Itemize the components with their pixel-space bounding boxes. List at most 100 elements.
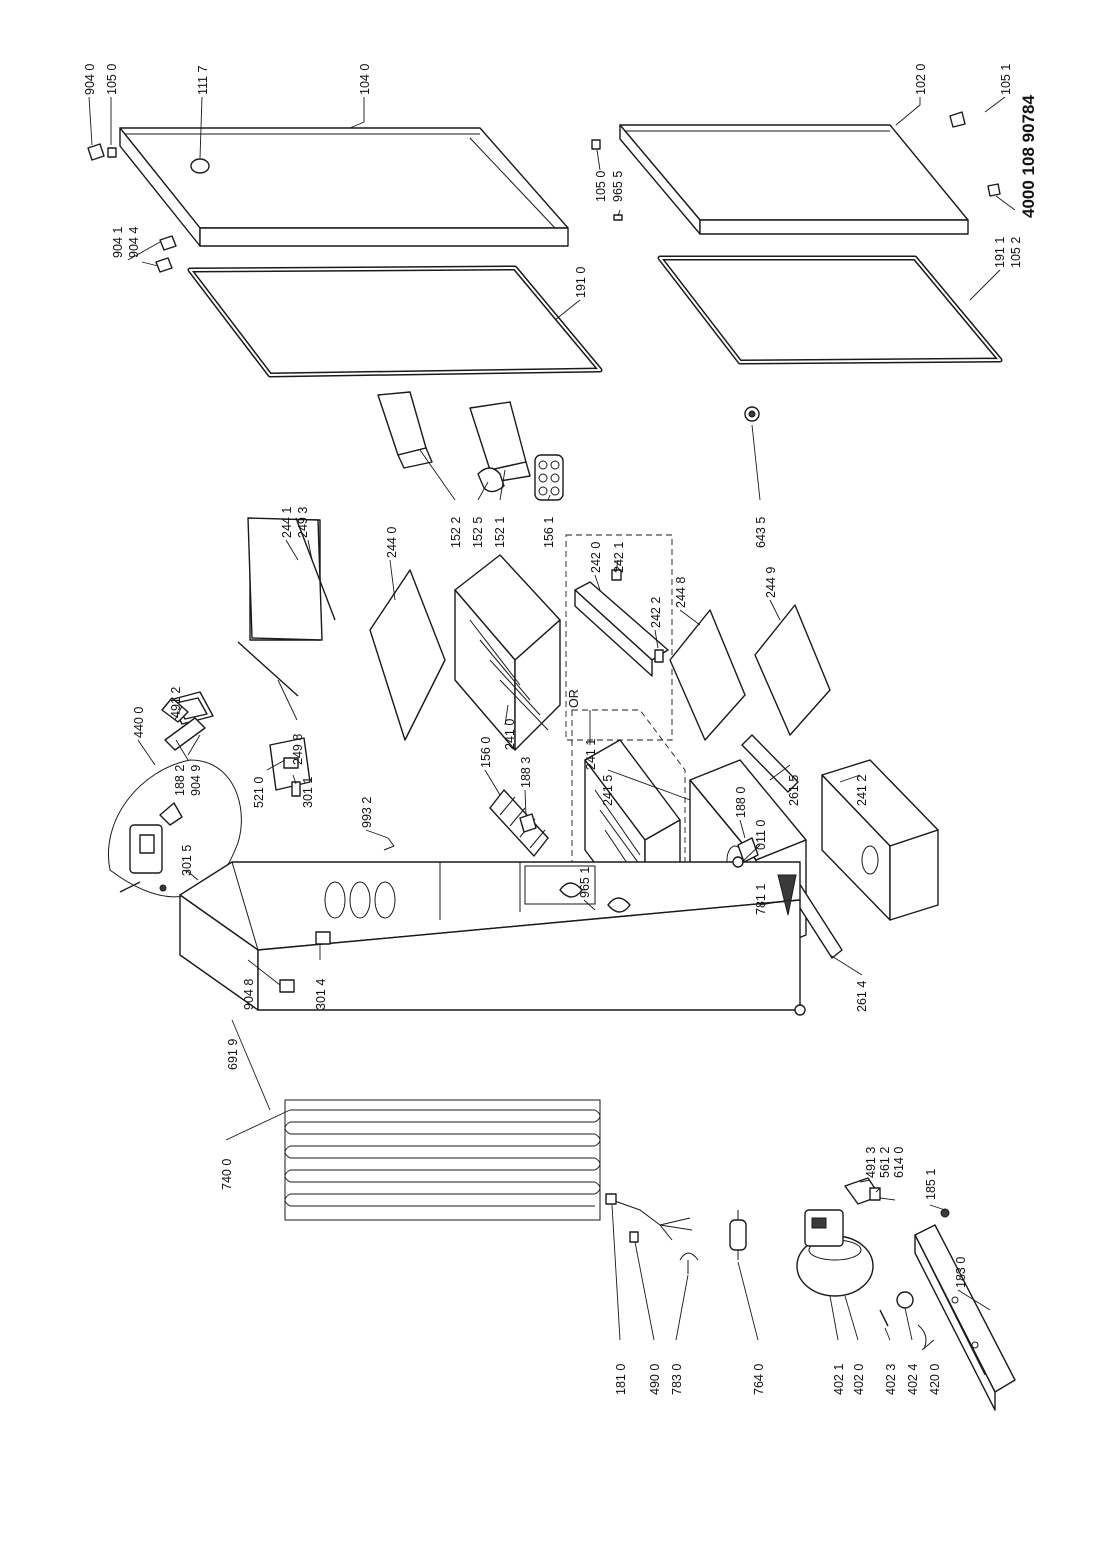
- label-904-8: 904 8: [242, 979, 256, 1010]
- label-904-0: 904 0: [83, 64, 97, 95]
- label-242-0: 242 0: [589, 542, 603, 573]
- label-440-0: 440 0: [132, 707, 146, 738]
- part-relay-box: [844, 1177, 881, 1205]
- label-783-0: 783 0: [670, 1364, 684, 1395]
- label-111-7: 111 7: [196, 66, 210, 95]
- part-chiller-tray: [574, 569, 669, 677]
- label-188-0: 188 0: [734, 787, 748, 818]
- label-491-2: 491 2: [169, 687, 183, 718]
- part-lower-door: [619, 124, 969, 235]
- label-244-8: 244 8: [674, 577, 688, 608]
- part-freezer-drawer-bottom: [821, 759, 939, 921]
- label-105-2: 105 2: [1009, 237, 1023, 268]
- label-301-5: 301 5: [180, 845, 194, 876]
- part-fan-light-assembly: [108, 759, 242, 898]
- label-691-9: 691 9: [226, 1039, 240, 1070]
- label-241-1: 241 1: [584, 739, 598, 770]
- label-764-0: 764 0: [752, 1364, 766, 1395]
- label-244-9: 244 9: [764, 567, 778, 598]
- label-402-4: 402 4: [906, 1364, 920, 1395]
- part-hinge-caps: [87, 143, 177, 273]
- label-643-5: 643 5: [754, 517, 768, 548]
- part-crisper-drawer: [454, 554, 561, 751]
- label-188-2: 188 2: [173, 765, 187, 796]
- or-label: OR: [567, 689, 581, 708]
- label-249-8: 249 8: [291, 734, 305, 765]
- label-301-1: 301 1: [301, 777, 315, 808]
- label-301-4: 301 4: [314, 979, 328, 1010]
- label-993-2: 993 2: [360, 797, 374, 828]
- label-261-5: 261 5: [787, 775, 801, 806]
- label-241-2: 241 2: [855, 775, 869, 806]
- document-number: 4000 108 90784: [1019, 95, 1038, 218]
- part-base-plate: [914, 1224, 1016, 1411]
- part-glass-shelf: [369, 569, 446, 741]
- part-upper-door: [119, 127, 569, 247]
- label-402-3: 402 3: [884, 1364, 898, 1395]
- part-rail-small: [161, 697, 759, 863]
- label-965-1: 965 1: [578, 867, 592, 898]
- label-105-0-upper: 105 0: [105, 64, 119, 95]
- label-249-3: 249 3: [296, 507, 310, 538]
- label-183-0: 183 0: [954, 1257, 968, 1288]
- part-lower-hinge-pieces: [591, 111, 1001, 221]
- label-152-1: 152 1: [493, 517, 507, 548]
- leader-lines: [88, 96, 1016, 1351]
- label-244-1: 244 1: [280, 507, 294, 538]
- label-242-2: 242 2: [649, 597, 663, 628]
- label-242-1: 242 1: [612, 542, 626, 573]
- label-104-0: 104 0: [358, 64, 372, 95]
- part-compressor-small: [879, 1208, 950, 1350]
- part-glass-shelf-lower-2: [754, 604, 831, 736]
- label-521-0: 521 0: [252, 777, 266, 808]
- label-241-5: 241 5: [601, 775, 615, 806]
- part-egg-holder: [477, 454, 564, 501]
- label-152-2: 152 2: [449, 517, 463, 548]
- label-181-0: 181 0: [614, 1364, 628, 1395]
- part-cabinet-feet: [732, 856, 806, 1016]
- label-261-4: 261 4: [855, 981, 869, 1012]
- label-244-0: 244 0: [385, 527, 399, 558]
- label-904-9: 904 9: [189, 765, 203, 796]
- part-cabinet: [179, 861, 801, 1011]
- part-rail-right: [741, 734, 799, 793]
- part-door-balcony-upper: [377, 391, 433, 469]
- label-904-1: 904 1: [111, 227, 125, 258]
- part-filter-drier: [729, 1210, 747, 1260]
- label-185-1: 185 1: [924, 1169, 938, 1200]
- option-box-upper: [565, 534, 673, 741]
- part-thermostat-knob: [744, 406, 760, 422]
- label-105-0-lower: 105 0: [594, 171, 608, 202]
- label-188-3: 188 3: [519, 757, 533, 788]
- part-compressor: [796, 1209, 874, 1297]
- label-740-0: 740 0: [220, 1159, 234, 1190]
- label-011-0: 011 0: [754, 820, 768, 850]
- label-156-1: 156 1: [542, 517, 556, 548]
- label-491-3: 491 3: [864, 1147, 878, 1178]
- label-561-2: 561 2: [878, 1147, 892, 1178]
- part-tubes: [629, 1231, 699, 1274]
- part-condenser: [284, 1099, 601, 1221]
- part-labels: 904 0 105 0 111 7 104 0 904 1 904 4 191 …: [83, 64, 1038, 1395]
- part-glass-shelf-lower-1: [669, 609, 746, 741]
- part-door-balcony-lower: [469, 401, 531, 483]
- part-ice-tray: [489, 789, 549, 857]
- label-156-0: 156 0: [479, 737, 493, 768]
- label-105-1: 105 1: [999, 64, 1013, 95]
- label-904-4: 904 4: [127, 227, 141, 258]
- label-402-1: 402 1: [832, 1364, 846, 1395]
- label-420-0: 420 0: [928, 1364, 942, 1395]
- label-965-5: 965 5: [611, 171, 625, 202]
- label-781-1: 781 1: [754, 884, 768, 915]
- label-191-1: 191 1: [993, 237, 1007, 268]
- part-lower-door-gasket: [657, 255, 1003, 365]
- label-614-0: 614 0: [892, 1147, 906, 1178]
- label-490-0: 490 0: [648, 1364, 662, 1395]
- part-power-cord: [605, 1193, 693, 1241]
- label-402-0: 402 0: [852, 1364, 866, 1395]
- label-152-5: 152 5: [471, 517, 485, 548]
- part-glass-shelf-upper: [237, 517, 336, 697]
- label-241-0: 241 0: [503, 719, 517, 750]
- label-191-0: 191 0: [574, 267, 588, 298]
